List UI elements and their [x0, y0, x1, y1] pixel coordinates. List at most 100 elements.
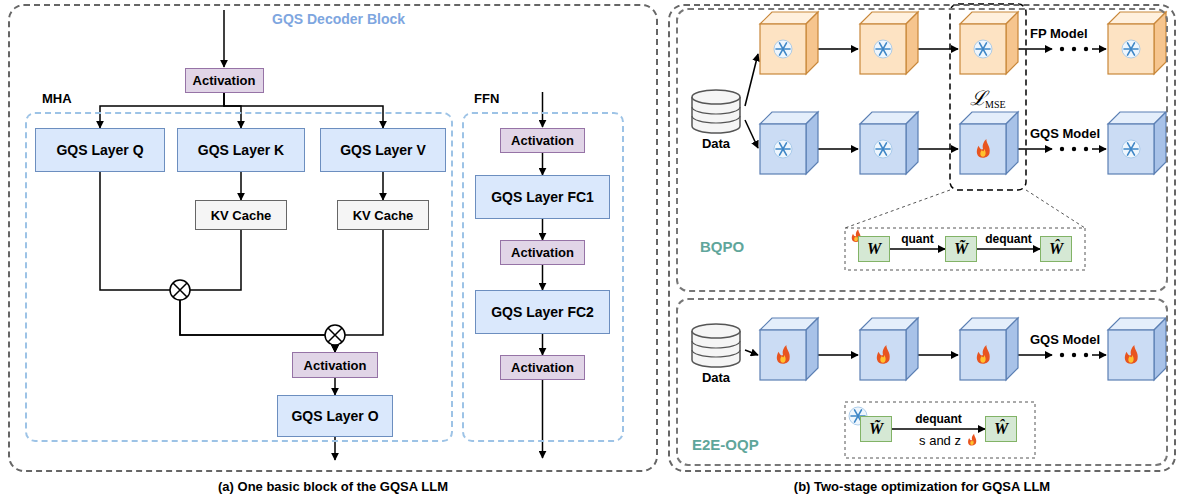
flame-icon [977, 345, 990, 364]
activation-box: Activation [185, 68, 264, 93]
panel-frame: ActivationGQS Layer QGQS Layer KGQS Laye… [8, 4, 658, 472]
snowflake-ground [774, 40, 792, 58]
flame-core [1128, 355, 1133, 363]
dot [1072, 47, 1076, 51]
cube-arrow [1092, 354, 1106, 356]
cube-side [806, 12, 818, 74]
weight-box: W [858, 236, 890, 262]
edge-label: dequant [915, 412, 962, 426]
snowflake-stroke [880, 43, 887, 55]
connector [542, 153, 544, 175]
snowflake-ground [774, 140, 792, 158]
connector [542, 219, 544, 240]
cube-side [806, 318, 818, 380]
cylinder-outline [688, 88, 744, 134]
flame-icon [977, 139, 990, 158]
cube-arrow [918, 148, 958, 150]
box-text: Activation [304, 358, 367, 373]
snowflake-stroke [1128, 43, 1135, 55]
cube-arrow [918, 354, 958, 356]
weight-box: W̃ [945, 236, 977, 262]
flame-icon [777, 345, 790, 364]
model-block [860, 12, 918, 74]
snowflake-ground [1122, 140, 1140, 158]
cube-front [1108, 330, 1154, 380]
loss-symbol: ℒ [970, 84, 987, 111]
cube-side [1154, 318, 1166, 380]
edge-label: quant [901, 232, 934, 246]
dot [1072, 147, 1076, 151]
layer-box: GQS Layer K [177, 128, 305, 172]
cylinder-ring [692, 341, 740, 357]
model-label: GQS Model [1030, 126, 1100, 141]
flame-core [970, 440, 973, 445]
cylinder-top [692, 324, 740, 338]
snowflake-stroke [980, 43, 987, 55]
cube-front [1108, 24, 1154, 74]
model-block [860, 112, 918, 174]
flame-core [780, 355, 785, 363]
cube-arrow [818, 354, 858, 356]
data-label: Data [688, 136, 744, 151]
connector [542, 334, 544, 355]
model-label: FP Model [1030, 26, 1088, 41]
cube-side [906, 112, 918, 174]
weight-box: Ŵ [1040, 236, 1072, 262]
layer-box: GQS Layer FC2 [475, 290, 610, 334]
cube-side [1006, 318, 1018, 380]
box-text: Ŵ [1049, 240, 1063, 258]
cube-front [860, 24, 906, 74]
detail-box [845, 228, 1085, 270]
region-label: FFN [474, 91, 499, 106]
box-text: GQS Layer O [291, 408, 378, 424]
stage-region: DataW W̃ Ŵ BQPO [676, 8, 1168, 292]
data-arrow [745, 54, 758, 106]
multiply-operator [170, 280, 190, 300]
box-text: Ŵ [994, 420, 1008, 438]
activation-box: Activation [500, 128, 585, 153]
panel-caption: (a) One basic block of the GQSA LLM [10, 479, 656, 494]
panel-caption: (b) Two-stage optimization for GQSA LLM [670, 479, 1174, 494]
stage-label: BQPO [700, 238, 744, 255]
panel-title: GQS Decoder Block [272, 11, 405, 27]
model-block [1108, 12, 1166, 74]
region-label: MHA [42, 91, 72, 106]
cylinder-top [692, 90, 740, 104]
weight-box: Ŵ [985, 416, 1017, 442]
activation-box: Activation [292, 352, 378, 378]
operator-circle [325, 325, 345, 345]
connector [240, 172, 242, 200]
snowflake-stroke [880, 143, 887, 155]
snowflake-ground [1122, 40, 1140, 58]
cube-side [806, 112, 818, 174]
snowflake-ground [874, 40, 892, 58]
model-block [1108, 318, 1166, 380]
snowflake-ground [874, 140, 892, 158]
snowflake-stroke [780, 143, 787, 155]
connector [224, 93, 241, 128]
cube-front [960, 330, 1006, 380]
snowflake-ground [974, 40, 992, 58]
box-text: W̃ [869, 420, 883, 438]
callout-line [845, 190, 950, 228]
box-text: Activation [511, 245, 574, 260]
cube-front [760, 124, 806, 174]
flame-icon [877, 345, 890, 364]
cube-arrow [818, 48, 858, 50]
connector [892, 428, 985, 430]
data-label: Data [688, 370, 744, 385]
box-text: KV Cache [353, 208, 414, 223]
operator-circle [170, 280, 190, 300]
focus-box [950, 4, 1026, 190]
cube-front [860, 124, 906, 174]
loss-subscript: MSE [985, 99, 1006, 110]
cube-front [760, 330, 806, 380]
model-block [960, 318, 1018, 380]
flame-core [980, 149, 985, 157]
layer-box: GQS Layer FC1 [475, 175, 610, 219]
connector [977, 248, 1040, 250]
activation-box: Activation [500, 240, 585, 265]
cube-arrow [1018, 48, 1052, 50]
model-block [760, 12, 818, 74]
